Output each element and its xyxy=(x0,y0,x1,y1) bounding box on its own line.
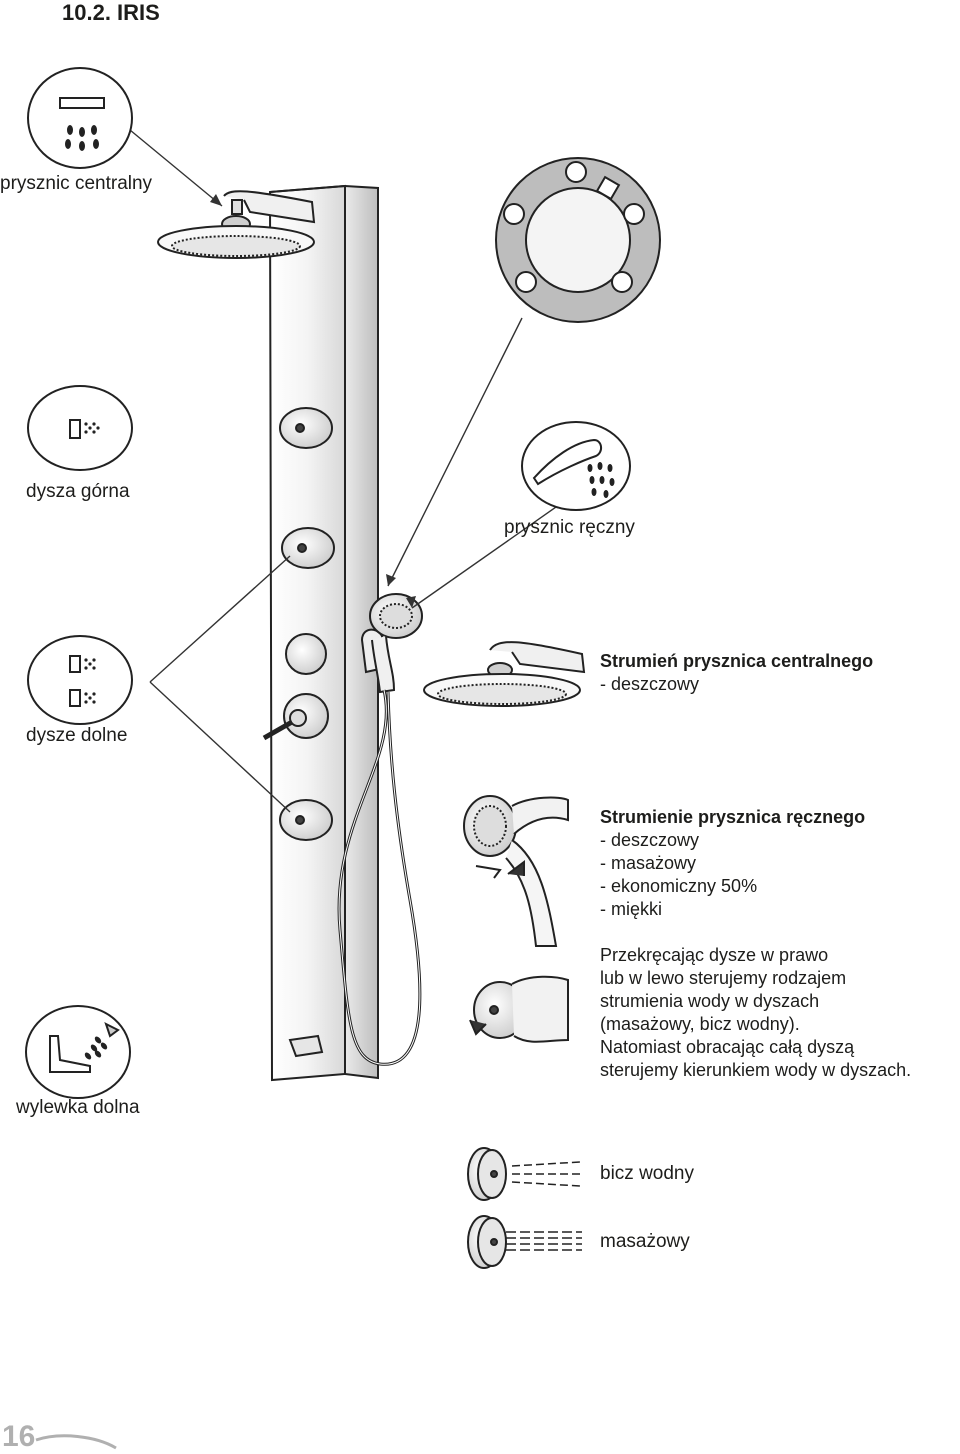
rain-shower-icon xyxy=(27,67,133,169)
leader-lines xyxy=(129,129,567,813)
label-massage-mode: masażowy xyxy=(600,1231,690,1252)
label-central-shower: prysznic centralny xyxy=(0,173,153,194)
rain-shower-detail xyxy=(423,641,586,707)
jets-description: Przekręcając dysze w prawo lub w lewo st… xyxy=(600,944,911,1082)
section-heading: 10.2. IRIS xyxy=(62,0,160,25)
hand-shower-turning xyxy=(463,795,569,947)
hand-stream-item: - ekonomiczny 50% xyxy=(600,876,758,896)
bottom-spout xyxy=(288,1034,324,1058)
jets-description-line: (masażowy, bicz wodny). xyxy=(600,1014,800,1034)
upper-jet-icon xyxy=(27,385,133,471)
jets-description-line: Przekręcając dysze w prawo xyxy=(600,945,829,965)
central-stream-title: Strumień prysznica centralnego xyxy=(600,651,874,671)
rain-shower-head xyxy=(157,190,316,259)
hand-shower xyxy=(337,593,423,1066)
jets-description-line: sterujemy kierunkiem wody w dyszach. xyxy=(600,1060,912,1080)
label-hand-shower: prysznic ręczny xyxy=(504,517,635,538)
label-lower-jets: dysze dolne xyxy=(26,725,128,746)
jet-turning xyxy=(469,975,569,1043)
whip-mode-icon xyxy=(467,1147,581,1201)
jets-description-line: strumienia wody w dyszach xyxy=(600,991,820,1011)
valves xyxy=(262,633,329,741)
label-bottom-spout: wylewka dolna xyxy=(16,1097,140,1118)
page-number: 16 xyxy=(2,1420,36,1453)
label-upper-jet: dysza górna xyxy=(26,481,130,502)
hand-stream-title: Strumienie prysznica ręcznego xyxy=(600,807,866,827)
hand-shower-icon xyxy=(521,421,631,511)
hand-stream-info: Strumienie prysznica ręcznego - deszczow… xyxy=(600,806,865,921)
central-stream-info: Strumień prysznica centralnego - deszczo… xyxy=(600,650,873,696)
foot-spout-icon xyxy=(25,1005,131,1099)
lower-jets-icon xyxy=(27,635,133,725)
label-whip-mode: bicz wodny xyxy=(600,1163,694,1184)
body-jets xyxy=(279,407,335,841)
jets-description-line: lub w lewo sterujemy rodzajem xyxy=(600,968,847,988)
hand-stream-item: - masażowy xyxy=(600,853,697,873)
massage-mode-icon xyxy=(467,1215,582,1269)
panel xyxy=(268,184,379,1082)
hand-stream-item: - deszczowy xyxy=(600,830,700,850)
selector-dial-icon xyxy=(495,157,661,323)
hand-stream-item: - miękki xyxy=(600,899,662,919)
jets-description-line: Natomiast obracając całą dyszą xyxy=(600,1037,855,1057)
central-stream-item: - deszczowy xyxy=(600,674,700,694)
page-swoosh xyxy=(35,1434,117,1450)
